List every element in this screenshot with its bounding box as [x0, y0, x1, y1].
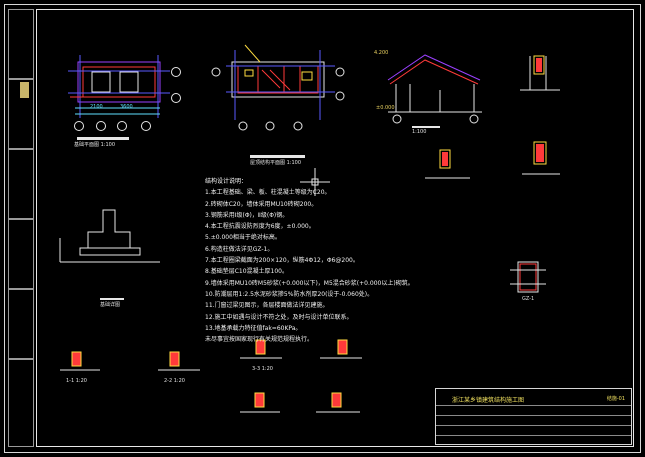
design-notes: 结构设计说明： 1.本工程基础、梁、板、柱混凝土等级为C20。 2.砖砌体C20…: [205, 176, 420, 345]
project-name: 浙江某乡镇建筑结构施工图: [452, 397, 525, 404]
dim-foundation-2: 3600: [120, 104, 133, 110]
foundation-section-title: 基础详图: [100, 302, 121, 308]
sheet-inner-border: [36, 9, 634, 447]
binding-cell: [8, 9, 34, 79]
design-note-item: 7.本工程圈梁截面为200×120，纵筋4Φ12，Φ6@200。: [205, 257, 359, 265]
column-detail-mid-right: [425, 141, 560, 179]
binding-cell: [8, 289, 34, 359]
column-gz1-detail: [510, 261, 546, 293]
title-block-row: [436, 425, 631, 426]
column-detail-top-right: [520, 55, 560, 91]
binding-cell: [8, 359, 34, 447]
design-note-item: 10.防潮层用1:2.5水泥砂浆掺5%防水剂厚20(设于-0.060处)。: [205, 290, 374, 298]
roof-plan-title: 屋顶结构平面图 1:100: [250, 160, 301, 166]
sheet-outer-border: [4, 4, 641, 453]
title-block-row: [436, 405, 631, 406]
column-details-bottom-row: [60, 339, 362, 413]
gz1-title: GZ-1: [522, 296, 535, 302]
design-note-item: 13.地基承载力特征值fak=60KPa。: [205, 324, 302, 332]
design-note-item: 2.砖砌体C20，墙体采用MU10砖砌200。: [205, 200, 318, 208]
dim-foundation-1: 2100: [90, 104, 103, 110]
title-block: 浙江某乡镇建筑结构施工图 结施-01: [435, 388, 632, 445]
foundation-plan-title: 基础平面图 1:100: [74, 142, 115, 148]
foundation-plan: [68, 55, 181, 140]
foundation-section: [59, 209, 160, 300]
binding-margin: [8, 9, 34, 447]
design-note-item: 3.钢筋采用Ⅰ级(Φ)，Ⅱ级(Φ)钢。: [205, 211, 289, 219]
design-note-item: 6.构造柱做法详见GZ-1。: [205, 245, 274, 253]
binding-cell: [8, 149, 34, 219]
design-note-item: 9.墙体采用MU10砖M5砂浆(+0.000以下)，M5混合砂浆(+0.000以…: [205, 279, 414, 287]
section-1-title: 1-1 1:20: [66, 378, 87, 384]
roof-section: [387, 54, 482, 128]
design-note-item: 12.施工中如遇与设计不符之处，及时与设计单位联系。: [205, 313, 353, 321]
roof-plan: [211, 44, 345, 158]
elevation-roof: 4.200: [374, 50, 389, 56]
section-3-title: 3-3 1:20: [252, 366, 273, 372]
elevation-ground: ±0.000: [376, 105, 395, 111]
section-2-title: 2-2 1:20: [164, 378, 185, 384]
title-block-row: [436, 415, 631, 416]
design-note-item: 4.本工程抗震设防烈度为6度，±0.000。: [205, 223, 315, 231]
design-note-item: 11.门窗过梁见图示，各层楼面做法详见建施。: [205, 302, 329, 310]
design-note-item: 5.±0.000相当于绝对标高。: [205, 234, 281, 242]
binding-cell: [8, 79, 34, 149]
binding-cell: [8, 219, 34, 289]
title-block-row: [436, 435, 631, 436]
drawing-code: 结施-01: [606, 396, 625, 402]
cad-crosshair: [300, 168, 330, 196]
design-notes-heading: 结构设计说明：: [205, 178, 248, 185]
design-note-item: 未尽事宜按国家现行有关规范规程执行。: [205, 336, 314, 344]
roof-section-scale: 1:100: [412, 129, 427, 135]
design-note-item: 8.基础垫层C10混凝土厚100。: [205, 268, 289, 276]
binding-tag: [20, 82, 29, 98]
design-note-item: 1.本工程基础、梁、板、柱混凝土等级为C20。: [205, 189, 331, 197]
